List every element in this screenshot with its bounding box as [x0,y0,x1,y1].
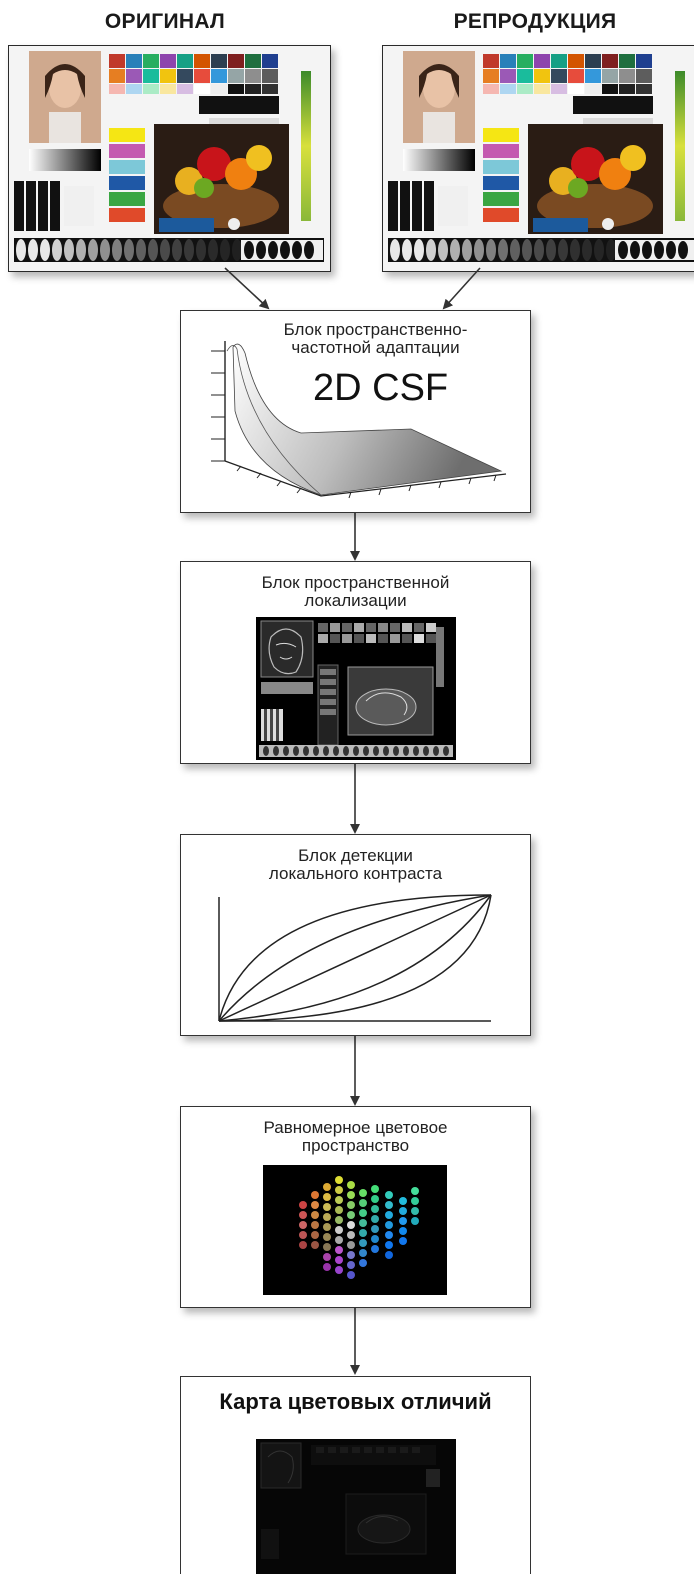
colorspace-block-title: Равномерное цветовое пространство [181,1119,530,1155]
contrast-block-title: Блок детекции локального контраста [181,847,530,883]
localization-block: Блок пространственной локализации [180,561,531,764]
contrast-title-line1: Блок детекции [298,846,413,865]
reproduction-test-chart [383,46,694,271]
csf-title-line1: Блок пространственно- [283,320,468,339]
colorspace-title-line2: пространство [301,1136,410,1155]
colorspace-block: Равномерное цветовое пространство [180,1106,531,1308]
difference-map-title: Карта цветовых отличий [219,1389,492,1414]
csf-2d-label: 2D CSF [313,367,449,409]
colorspace-title-line1: Равномерное цветовое [263,1118,448,1137]
localization-map-image [256,617,456,760]
contrast-block: Блок детекции локального контраста [180,834,531,1036]
csf-title-line2: частотной адаптации [291,338,460,357]
localization-block-title: Блок пространственной локализации [181,574,530,610]
difference-map-image [256,1439,456,1574]
colorspace-3d-image [263,1165,447,1295]
csf-block-title: Блок пространственно- частотной адаптаци… [221,321,530,357]
contrast-curves-plot [218,894,492,1022]
contrast-title-line2: локального контраста [268,864,443,883]
localization-title-line1: Блок пространственной [261,573,450,592]
difference-map-block: Карта цветовых отличий [180,1376,531,1574]
original-test-chart [9,46,330,271]
original-label: ОРИГИНАЛ [104,10,226,33]
reproduction-label: РЕПРОДУКЦИЯ [453,10,617,33]
localization-title-line2: локализации [304,591,407,610]
csf-block: Блок пространственно- частотной адаптаци… [180,310,531,513]
reproduction-image [382,45,694,272]
csf-surface-plot [211,341,507,499]
arrow-original-to-csf [224,267,270,310]
original-image [8,45,331,272]
arrow-reproduction-to-csf [442,267,481,310]
